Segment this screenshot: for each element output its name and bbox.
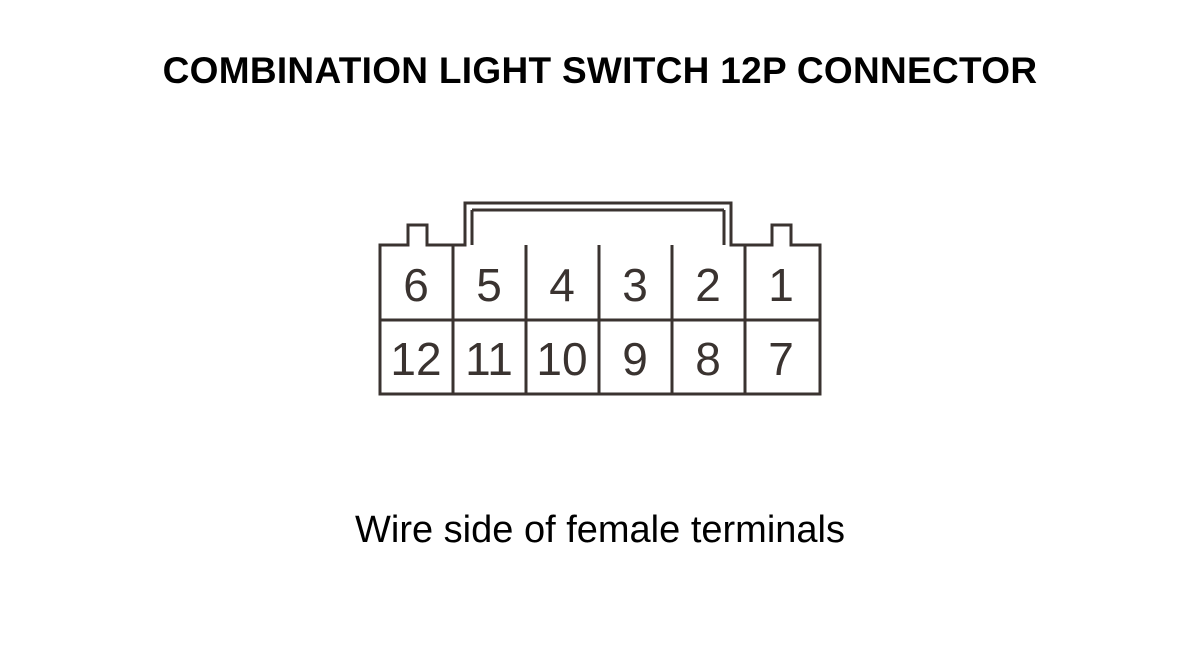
terminal-number: 10 bbox=[536, 333, 587, 385]
terminal-number: 1 bbox=[768, 259, 794, 311]
terminal-number: 3 bbox=[622, 259, 648, 311]
terminal-number: 7 bbox=[768, 333, 794, 385]
terminal-number: 5 bbox=[476, 259, 502, 311]
terminal-number: 9 bbox=[622, 333, 648, 385]
connector-housing bbox=[378, 201, 822, 396]
terminal-number: 4 bbox=[549, 259, 575, 311]
terminal-number: 8 bbox=[695, 333, 721, 385]
housing-outline bbox=[378, 201, 822, 396]
diagram-caption: Wire side of female terminals bbox=[355, 509, 845, 551]
terminal-number: 12 bbox=[390, 333, 441, 385]
terminal-labels-bottom-row: 12 11 10 9 8 7 bbox=[390, 333, 793, 385]
terminal-number: 6 bbox=[403, 259, 429, 311]
terminal-number: 11 bbox=[465, 333, 513, 385]
terminal-number: 2 bbox=[695, 259, 721, 311]
terminal-labels-top-row: 6 5 4 3 2 1 bbox=[403, 259, 794, 311]
diagram-title: COMBINATION LIGHT SWITCH 12P CONNECTOR bbox=[162, 50, 1038, 91]
